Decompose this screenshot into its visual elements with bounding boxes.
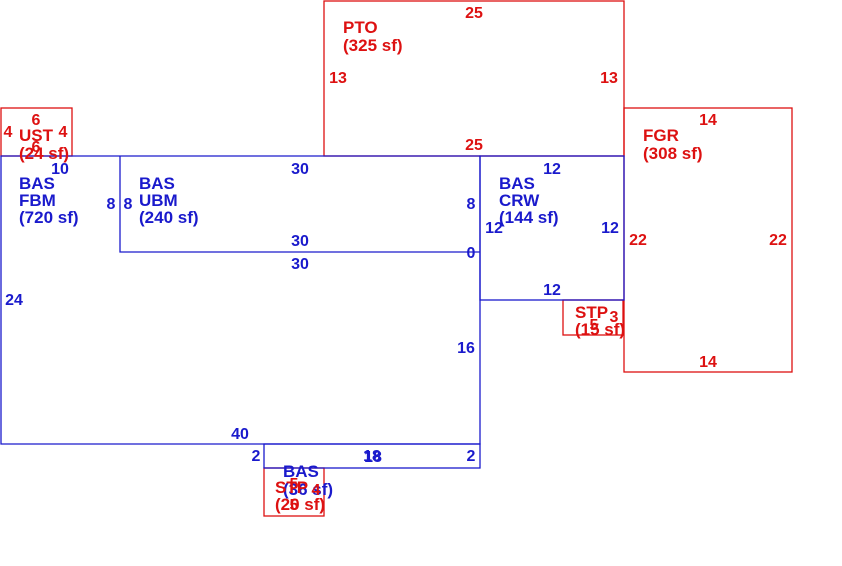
fbm-code: BAS [19,174,55,193]
pto-name: PTO [343,18,378,37]
fbm-name: FBM [19,191,56,210]
dim-fbm-right: 16 [457,340,475,357]
ubm-outline [119,156,480,253]
dim-fgr-top: 14 [699,112,717,129]
fgr-name: FGR [643,126,679,145]
stp-bottom-name: STP [275,478,308,497]
stp-right-area: (15 sf) [575,320,625,339]
living-outlines [0,155,625,469]
dim-ubm-top: 30 [291,161,309,178]
dim-crw-left: 12 [485,220,503,237]
dim-fbm-step-right: 2 [467,448,476,465]
dim-crw-top: 12 [543,161,561,178]
dim-fbm-top: 10 [51,161,69,178]
crw-name: CRW [499,191,540,210]
fbm-outline [0,155,481,445]
bas-small-outline [263,443,481,469]
ubm-name: UBM [139,191,178,210]
stp-right-name: STP [575,303,608,322]
dim-fbm-step-left: 2 [252,448,261,465]
dim-ubm-below: 30 [291,256,309,273]
ubm-area: (240 sf) [139,208,199,227]
dim-crw-bottom: 12 [543,282,561,299]
crw-outline [479,155,625,301]
dim-stp-bottom-a: 5 [290,476,299,493]
bas-small-area: (36 sf) [283,480,333,499]
fbm-area: (720 sf) [19,208,79,227]
dim-fgr-bottom: 14 [699,354,717,371]
dim-ust-left: 4 [4,124,13,141]
dim-ust-top: 6 [32,112,41,129]
dim-stp-bottom-c: 5 [290,497,299,514]
fgr-area: (308 sf) [643,144,703,163]
ust-area: (24 sf) [19,144,69,163]
pto-area: (325 sf) [343,36,403,55]
dim-pto-left: 13 [329,70,347,87]
dim-crw-right: 12 [601,220,619,237]
dim-fbm-bottom: 40 [231,426,249,443]
dim-ubm-left-outer: 8 [107,196,116,213]
crw-area: (144 sf) [499,208,559,227]
blue-dimension-labels: 10 24 40 16 2 2 30 30 30 8 8 8 0 12 12 1… [5,161,619,466]
dim-stp-right-w: 5 [590,317,599,334]
non-living-outlines [0,0,793,517]
area-labels: PTO (325 sf) FGR (308 sf) UST (24 sf) BA… [19,18,703,514]
stp-bottom-area: (20 sf) [275,495,325,514]
crw-code: BAS [499,174,535,193]
dim-pto-right: 13 [600,70,618,87]
dim-ubm-bottom: 30 [291,233,309,250]
dim-bas-small-w: 18 [363,448,381,465]
bas-small-code: BAS [283,462,319,481]
dim-ust-right: 4 [59,124,68,141]
dim-bas-small-w2: 18 [364,449,382,466]
ust-name: UST [19,126,54,145]
ubm-code: BAS [139,174,175,193]
dim-fbm-left: 24 [5,292,23,309]
dim-ust-bottom: 6 [32,139,41,156]
dim-ubm-left-inner: 8 [124,196,133,213]
dim-fgr-right: 22 [769,232,787,249]
dim-ubm-zero: 0 [467,245,476,262]
dim-stp-right-h: 3 [610,309,619,326]
dim-fgr-left: 22 [629,232,647,249]
dim-pto-bottom: 25 [465,137,483,154]
dim-ubm-right: 8 [467,196,476,213]
dim-pto-top: 25 [465,5,483,22]
red-dimension-labels: 25 25 13 13 14 14 22 22 6 4 4 6 5 3 5 4 … [4,5,787,514]
dim-stp-bottom-b: 4 [312,482,321,499]
